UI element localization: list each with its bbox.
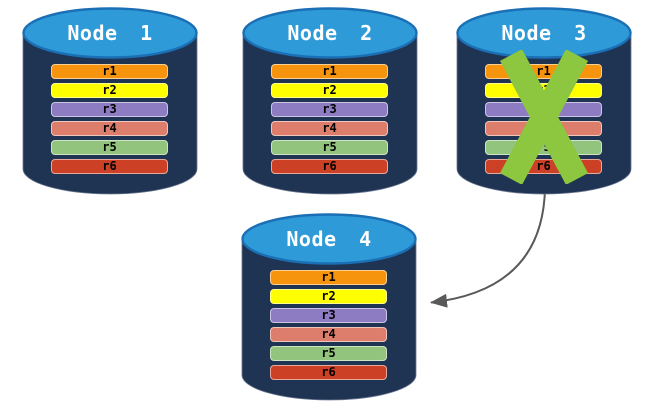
row-r5: r5	[271, 140, 388, 155]
node-4: Node 4 r1 r2 r3 r4 r5 r6	[241, 213, 417, 401]
node-1: Node 1 r1 r2 r3 r4 r5 r6	[22, 7, 198, 195]
row-r6: r6	[270, 365, 387, 380]
row-r5: r5	[51, 140, 168, 155]
node-title: Node 2	[287, 21, 373, 45]
node-title: Node 3	[501, 21, 587, 45]
row-r3: r3	[271, 102, 388, 117]
row-r5: r5	[270, 346, 387, 361]
row-r3: r3	[270, 308, 387, 323]
failure-x-icon	[499, 50, 589, 184]
row-r2: r2	[271, 83, 388, 98]
row-r2: r2	[51, 83, 168, 98]
row-list: r1 r2 r3 r4 r5 r6	[51, 64, 168, 174]
row-list: r1 r2 r3 r4 r5 r6	[271, 64, 388, 174]
row-r6: r6	[51, 159, 168, 174]
node-title: Node 1	[67, 21, 153, 45]
arrow-curve	[430, 187, 546, 308]
node-2: Node 2 r1 r2 r3 r4 r5 r6	[242, 7, 418, 195]
row-r4: r4	[270, 327, 387, 342]
row-r1: r1	[51, 64, 168, 79]
row-r2: r2	[270, 289, 387, 304]
row-r4: r4	[271, 121, 388, 136]
row-r4: r4	[51, 121, 168, 136]
row-list: r1 r2 r3 r4 r5 r6	[270, 270, 387, 380]
row-r1: r1	[270, 270, 387, 285]
row-r3: r3	[51, 102, 168, 117]
node-title: Node 4	[286, 227, 372, 251]
x-stroke	[499, 50, 589, 184]
row-r1: r1	[271, 64, 388, 79]
row-r6: r6	[271, 159, 388, 174]
